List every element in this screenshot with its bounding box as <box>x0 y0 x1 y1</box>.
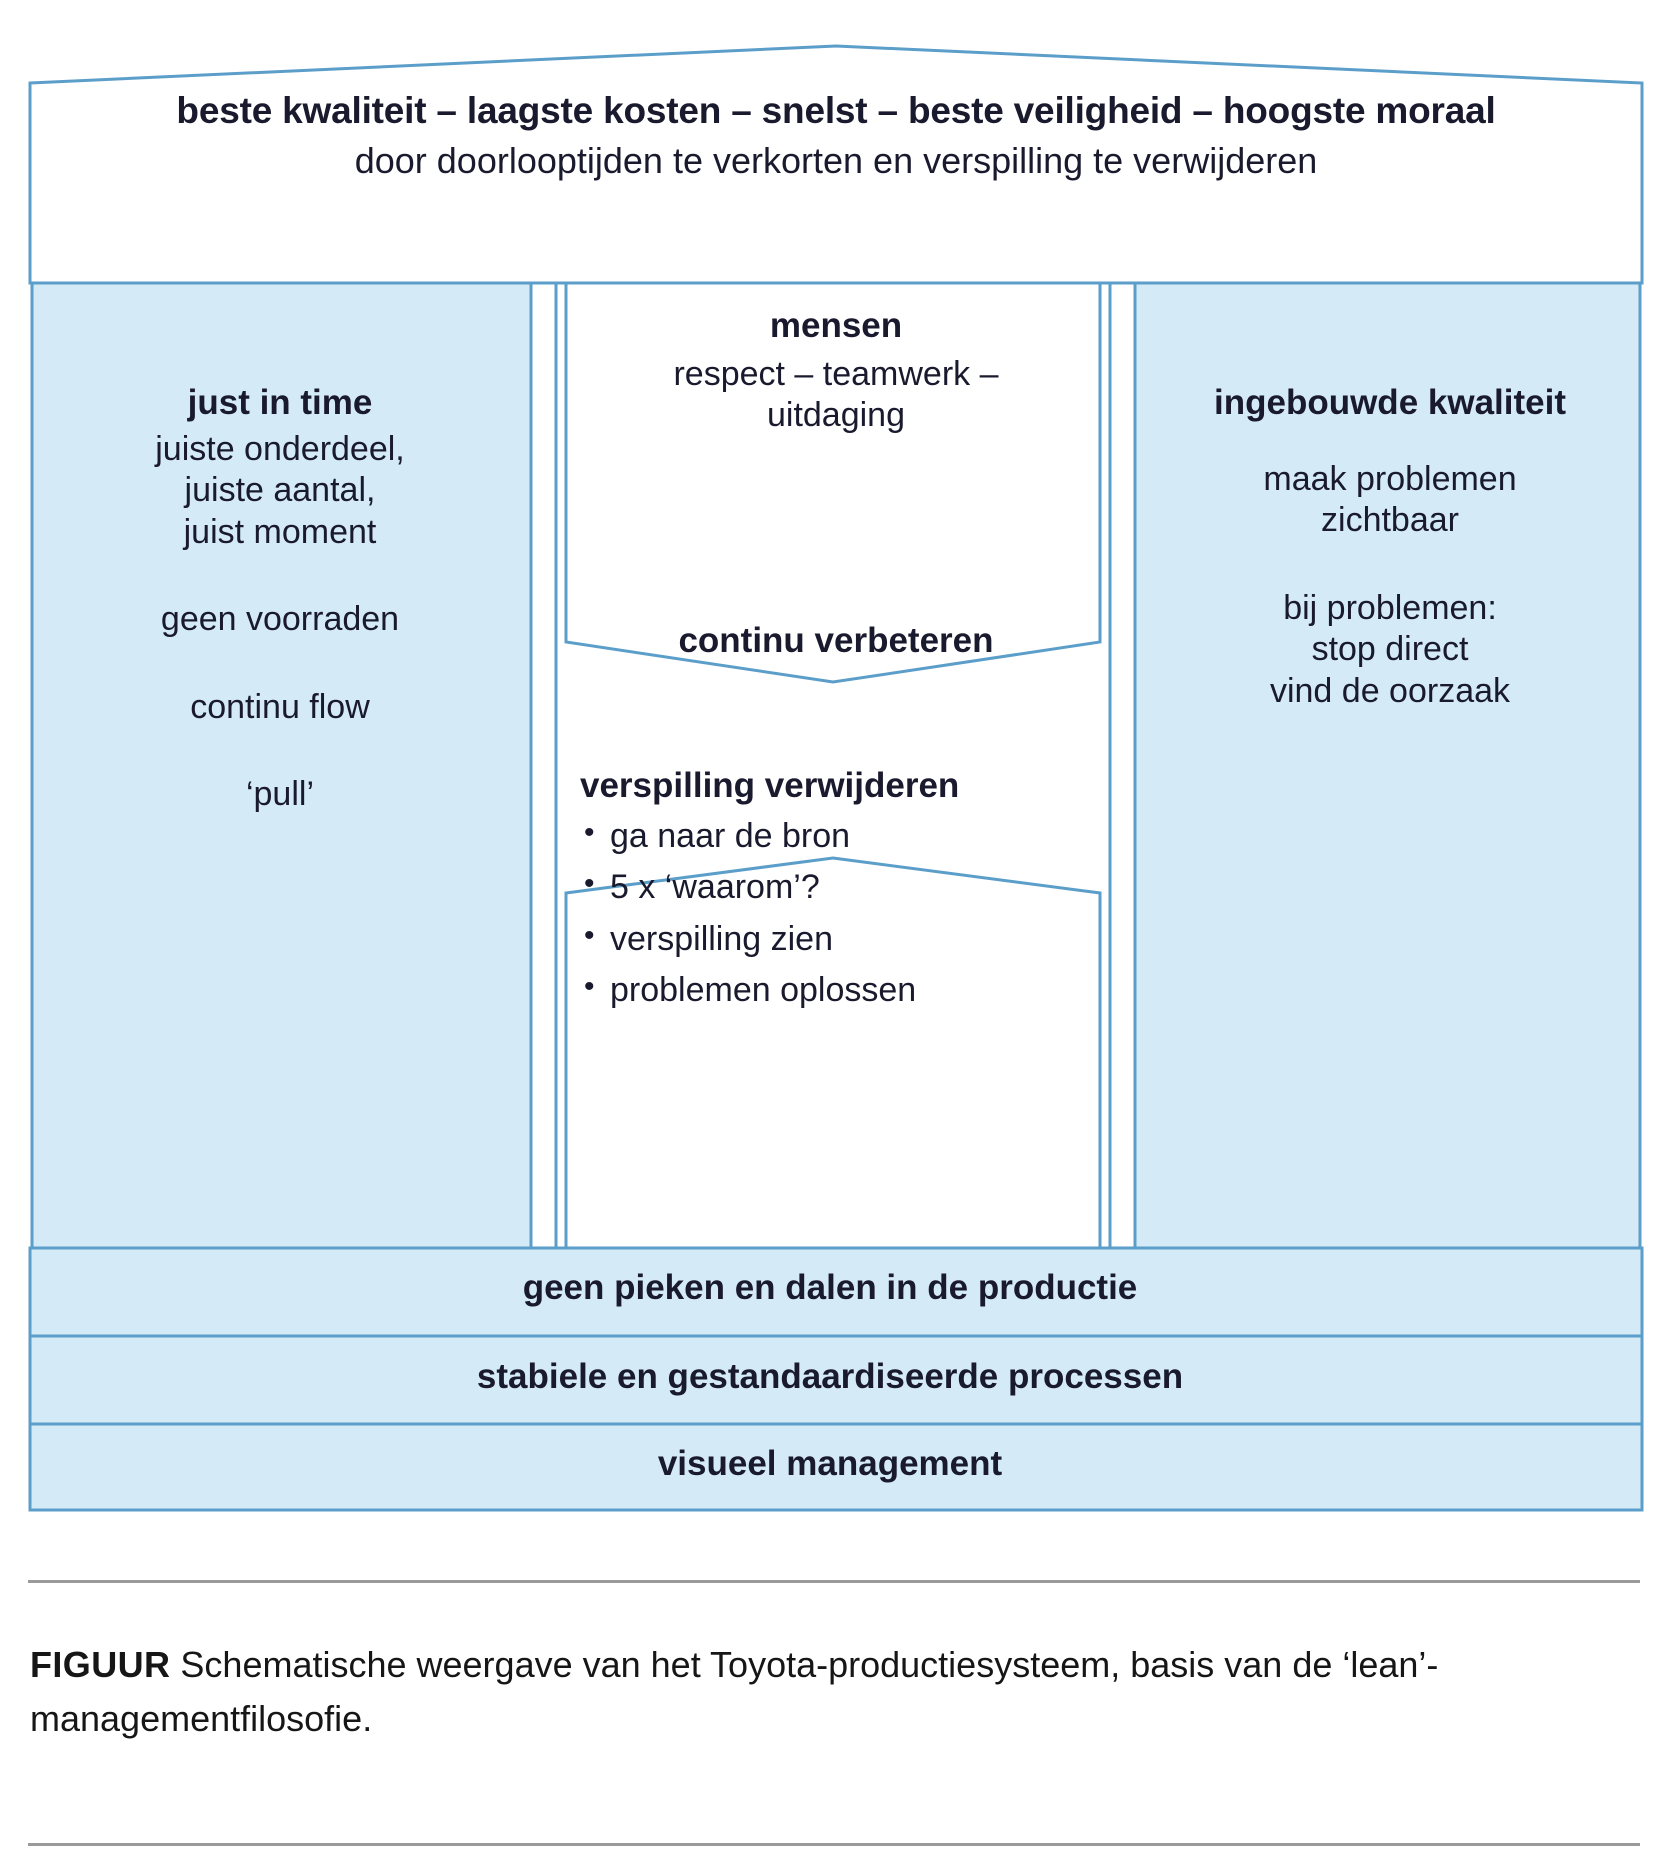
right-pillar-block-1: bij problemen: stop direct vind de oorza… <box>1145 588 1635 712</box>
right-pillar-line-1-0: bij problemen: <box>1283 588 1497 627</box>
foundation-bar-2-label: visueel management <box>657 1444 1003 1483</box>
left-pillar-line-0-0: juiste onderdeel, <box>155 429 405 468</box>
foundation-bar-1-label: stabiele en gestandaardiseerde processen <box>476 1357 1184 1396</box>
left-pillar-block-2: continu flow <box>190 687 370 726</box>
caption-label: FIGUUR <box>30 1644 171 1685</box>
continu-verbeteren-label: continu verbeteren <box>678 621 994 660</box>
list-item: 5 x ‘waarom’? <box>580 866 1100 908</box>
list-item: problemen oplossen <box>580 969 1100 1011</box>
left-pillar-line-0-2: juist moment <box>183 512 377 551</box>
mensen-line-0: respect – teamwerk – <box>673 354 999 393</box>
left-pillar-block-0: juiste onderdeel, juiste aantal, juist m… <box>40 429 520 553</box>
right-pillar-block-0: maak problemen zichtbaar <box>1145 459 1635 542</box>
roof-text-block: beste kwaliteit – laagste kosten – snels… <box>40 88 1632 183</box>
verspilling-text-block: verspilling verwijderen ga naar de bron … <box>580 766 1100 1022</box>
caption-text: Schematische weergave van het Toyota-pro… <box>30 1644 1439 1739</box>
list-item: verspilling zien <box>580 918 1100 960</box>
figure-caption: FIGUUR Schematische weergave van het Toy… <box>30 1638 1642 1746</box>
roof-goal-line: beste kwaliteit – laagste kosten – snels… <box>176 90 1496 131</box>
left-pillar-block-3: ‘pull’ <box>245 775 315 814</box>
left-pillar-block-1: geen voorraden <box>160 600 400 639</box>
right-pillar-line-1-1: stop direct <box>1311 630 1469 669</box>
right-pillar-text-block: ingebouwde kwaliteit maak problemen zich… <box>1145 382 1635 712</box>
verspilling-heading: verspilling verwijderen <box>580 766 960 805</box>
right-pillar-heading: ingebouwde kwaliteit <box>1214 383 1566 422</box>
verspilling-bullet-list: ga naar de bron 5 x ‘waarom’? verspillin… <box>580 815 1100 1012</box>
mensen-text-block: mensen respect – teamwerk – uitdaging <box>566 305 1106 437</box>
foundation-bar-0-label: geen pieken en dalen in de productie <box>522 1268 1138 1307</box>
roof-method-line: door doorlooptijden te verkorten en vers… <box>354 140 1318 182</box>
left-pillar-line-0-1: juiste aantal, <box>184 471 376 510</box>
caption-rule-top <box>28 1580 1640 1583</box>
mensen-heading: mensen <box>769 306 903 345</box>
mensen-line-1: uitdaging <box>766 396 905 435</box>
list-item: ga naar de bron <box>580 815 1100 857</box>
right-pillar-line-0-1: zichtbaar <box>1321 501 1459 540</box>
left-pillar-text-block: just in time juiste onderdeel, juiste aa… <box>40 382 520 816</box>
left-pillar-heading: just in time <box>187 383 373 422</box>
right-pillar-line-1-2: vind de oorzaak <box>1269 671 1511 710</box>
right-pillar-line-0-0: maak problemen <box>1263 459 1517 498</box>
caption-rule-bottom <box>28 1843 1640 1846</box>
